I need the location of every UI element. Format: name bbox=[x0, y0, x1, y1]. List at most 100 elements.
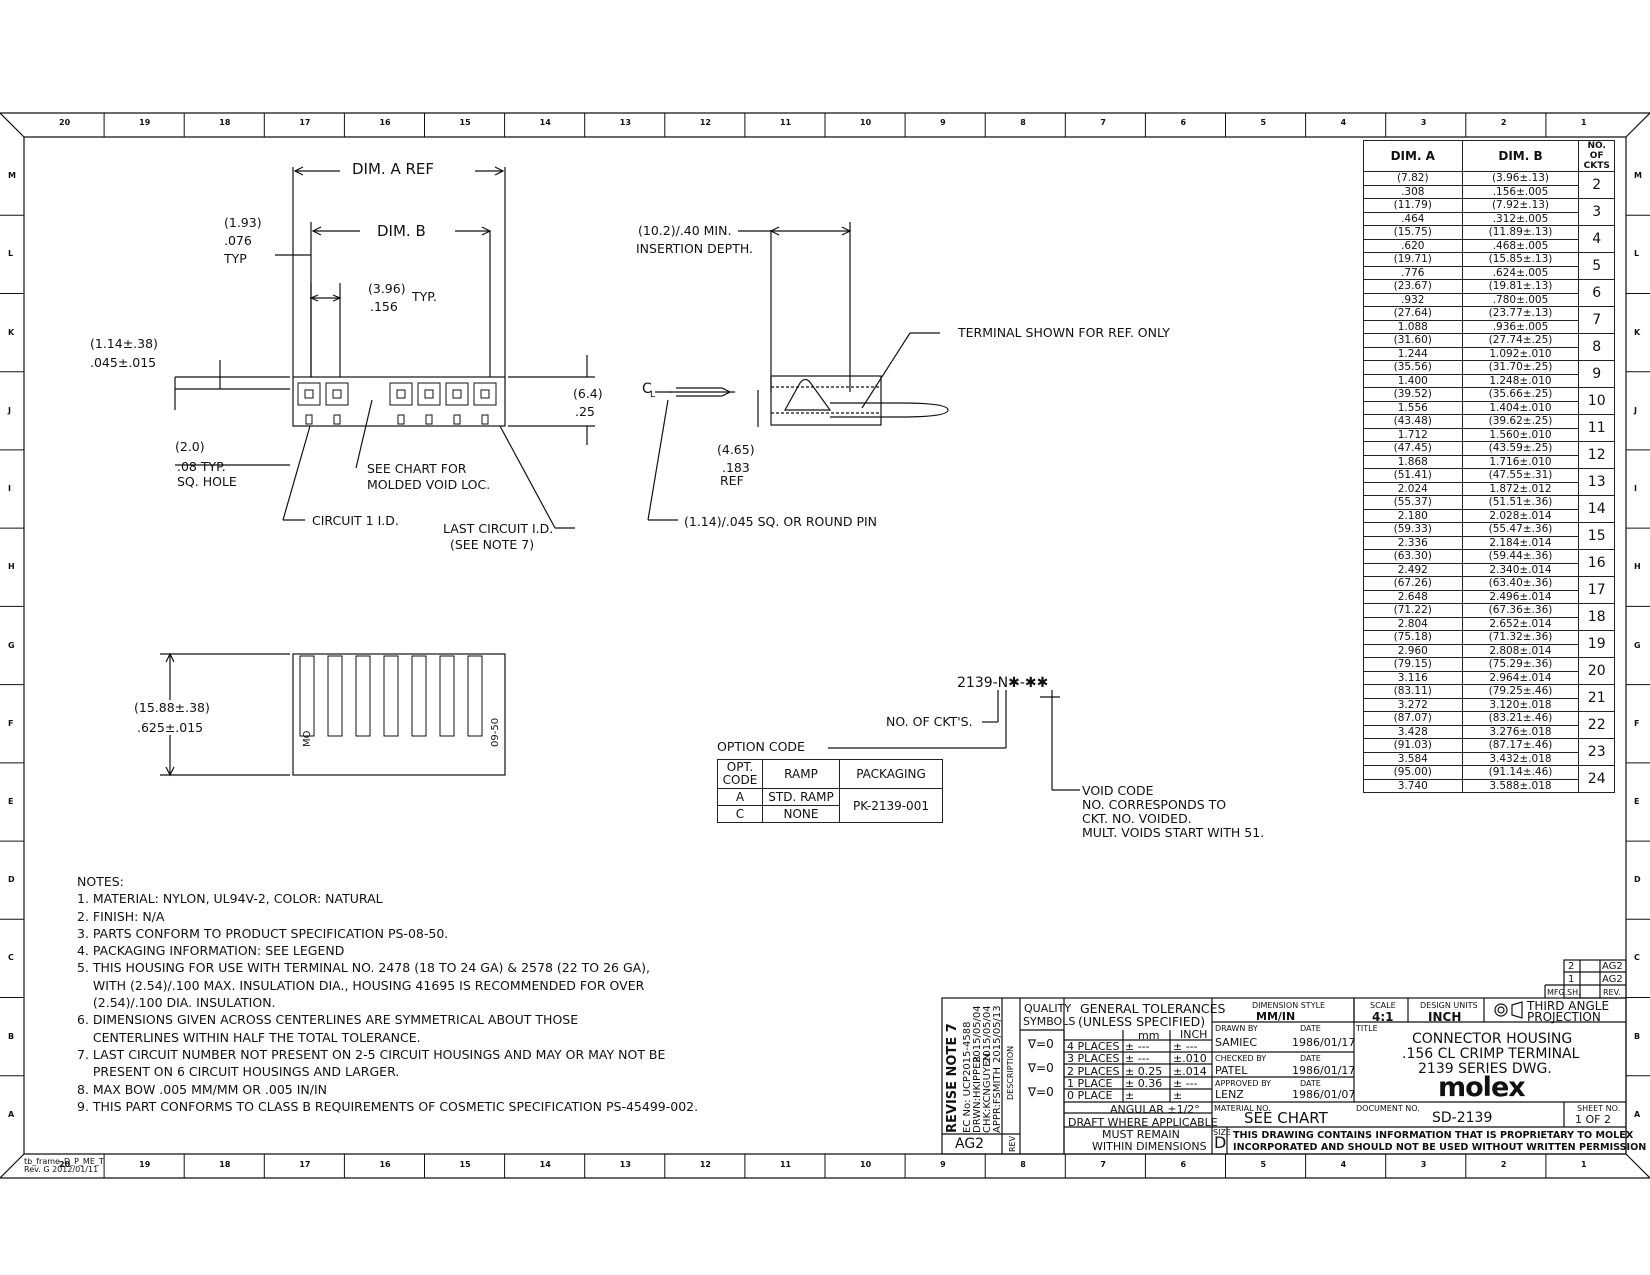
grid-col-label: 17 bbox=[299, 118, 311, 127]
dim-b-in: 1.872±.012 bbox=[1461, 481, 1580, 496]
grid-row-label: M bbox=[1634, 171, 1642, 181]
dim-b-in: .624±.005 bbox=[1461, 265, 1580, 280]
dim-b-mm: (47.55±.31) bbox=[1461, 468, 1580, 483]
centerline-l: L bbox=[650, 390, 656, 400]
proprietary-1: THIS DRAWING CONTAINS INFORMATION THAT I… bbox=[1233, 1130, 1634, 1141]
dim-row-inch: .932.780±.005 bbox=[1363, 292, 1615, 307]
grid-row-label: M bbox=[8, 171, 16, 181]
grid-col-label: 20 bbox=[59, 118, 71, 127]
cavity bbox=[473, 382, 497, 406]
drawn-by: SAMIEC bbox=[1215, 1036, 1258, 1049]
cavity bbox=[389, 382, 413, 406]
scale-label: SCALE bbox=[1370, 1001, 1396, 1010]
dim-a-in: 1.400 bbox=[1363, 373, 1463, 388]
mm-header: mm bbox=[1138, 1029, 1160, 1042]
dim-b-in: 1.248±.010 bbox=[1461, 373, 1580, 388]
grid-col-label: 6 bbox=[1180, 118, 1187, 127]
ckts: 18 bbox=[1578, 603, 1615, 631]
ckts: 21 bbox=[1578, 684, 1615, 712]
dim-row: (91.03)(87.17±.46)23 bbox=[1363, 738, 1615, 766]
dim-row: (43.48)(39.62±.25)11 bbox=[1363, 414, 1615, 442]
dim-a-in: 1.088 bbox=[1363, 319, 1463, 334]
grid-col-label: 8 bbox=[1020, 1160, 1026, 1169]
dim-row: (79.15)(75.29±.36)20 bbox=[1363, 657, 1615, 685]
dim-row: (7.82)(3.96±.13)2 bbox=[1363, 171, 1615, 199]
gen-tol-2: (UNLESS SPECIFIED) bbox=[1078, 1014, 1206, 1029]
front-slot bbox=[355, 655, 371, 737]
drawn-date: 1986/01/17 bbox=[1292, 1036, 1356, 1049]
dim-a-mm: (43.48) bbox=[1363, 414, 1463, 429]
grid-col-label: 5 bbox=[1260, 1160, 1267, 1169]
tolerance-cell: 0 PLACE bbox=[1067, 1089, 1113, 1103]
note-line: (2.54)/.100 DIA. INSULATION. bbox=[77, 995, 276, 1011]
dim-row: (95.00)(91.14±.46)24 bbox=[1363, 765, 1615, 793]
opt-header-ramp: RAMP bbox=[762, 759, 840, 789]
option-table: OPT. CODE RAMP PACKAGING A STD. RAMP PK-… bbox=[717, 759, 943, 823]
grid-col-label: 11 bbox=[779, 118, 792, 127]
grid-col-label: 4 bbox=[1340, 118, 1347, 127]
gen-tol-1: GENERAL TOLERANCES bbox=[1080, 1001, 1226, 1016]
symbols-label: SYMBOLS bbox=[1023, 1015, 1076, 1028]
hist-sh-1: 1 bbox=[1568, 974, 1575, 985]
grid-row-label: G bbox=[8, 640, 15, 650]
void-1: NO. CORRESPONDS TO bbox=[1082, 797, 1227, 812]
grid-row-label: C bbox=[1634, 953, 1640, 963]
dim-b: DIM. B bbox=[377, 222, 426, 240]
cavity-latch bbox=[305, 414, 313, 425]
tolerance-cell: ±.010 bbox=[1173, 1052, 1207, 1066]
grid-row-label: K bbox=[8, 327, 15, 337]
projection-2: PROJECTION bbox=[1527, 1010, 1601, 1024]
note-line: 9. THIS PART CONFORMS TO CLASS B REQUIRE… bbox=[77, 1098, 699, 1114]
dim-row: (55.37)(51.51±.36)14 bbox=[1363, 495, 1615, 523]
ckts: 4 bbox=[1578, 225, 1615, 253]
note-line: 5. THIS HOUSING FOR USE WITH TERMINAL NO… bbox=[77, 960, 651, 976]
hist-rev: REV. bbox=[1603, 988, 1621, 997]
hist-mfg: MFG. bbox=[1547, 988, 1568, 997]
grid-row-label: K bbox=[1634, 327, 1641, 337]
approved-label: APPROVED BY bbox=[1215, 1079, 1272, 1088]
sheet-label: SHEET NO. bbox=[1577, 1104, 1621, 1113]
grid-col-label: 19 bbox=[139, 1160, 151, 1169]
grid-col-label: 12 bbox=[699, 118, 711, 127]
grid-row-label: E bbox=[8, 796, 14, 806]
grid-row-label: G bbox=[1634, 640, 1641, 650]
grid-col-label: 12 bbox=[699, 1160, 711, 1169]
footer-rev: Rev. G 2012/01/11 bbox=[24, 1165, 99, 1174]
scale: 4:1 bbox=[1372, 1010, 1394, 1024]
dim-row: (15.75)(11.89±.13)4 bbox=[1363, 225, 1615, 253]
tolerance-cell: 1 PLACE bbox=[1067, 1076, 1113, 1090]
typ-in: .076 bbox=[224, 233, 252, 248]
cavity-latch bbox=[425, 414, 433, 425]
note-line: CENTERLINES WITHIN HALF THE TOTAL TOLERA… bbox=[77, 1029, 421, 1045]
ckts: 5 bbox=[1578, 252, 1615, 280]
dim-b-mm: (27.74±.25) bbox=[1461, 333, 1580, 348]
tolerance-cell: 4 PLACES bbox=[1067, 1040, 1120, 1053]
tolerance-cell: ± 0.25 bbox=[1125, 1064, 1163, 1078]
dim-b-mm: (43.59±.25) bbox=[1461, 441, 1580, 456]
note-line: 2. FINISH: N/A bbox=[77, 908, 165, 924]
grid-row-label: I bbox=[8, 484, 11, 494]
checked-date-label: DATE bbox=[1300, 1054, 1321, 1063]
dim-row: (23.67)(19.81±.13)6 bbox=[1363, 279, 1615, 307]
dim-row: (27.64)(23.77±.13)7 bbox=[1363, 306, 1615, 334]
grid-col-label: 15 bbox=[459, 1160, 471, 1169]
grid-row-label: F bbox=[8, 718, 14, 728]
approved-date-label: DATE bbox=[1300, 1079, 1321, 1088]
title-label: TITLE bbox=[1356, 1024, 1378, 1033]
grid-row-label: L bbox=[1634, 249, 1640, 259]
rev-desc-label: DESCRIPTION bbox=[1006, 1045, 1015, 1100]
dim-b-mm: (39.62±.25) bbox=[1461, 414, 1580, 429]
checked-label: CHECKED BY bbox=[1215, 1054, 1267, 1063]
sheet: 1 OF 2 bbox=[1575, 1113, 1611, 1126]
dim-a-mm: (39.52) bbox=[1363, 387, 1463, 402]
pin-label: (1.14)/.045 SQ. OR ROUND PIN bbox=[684, 514, 878, 529]
dim-a-in: .932 bbox=[1363, 292, 1463, 307]
circuit1-label: CIRCUIT 1 I.D. bbox=[312, 513, 399, 528]
tolerance-cell: ± bbox=[1173, 1089, 1183, 1103]
dim-a-mm: (35.56) bbox=[1363, 360, 1463, 375]
